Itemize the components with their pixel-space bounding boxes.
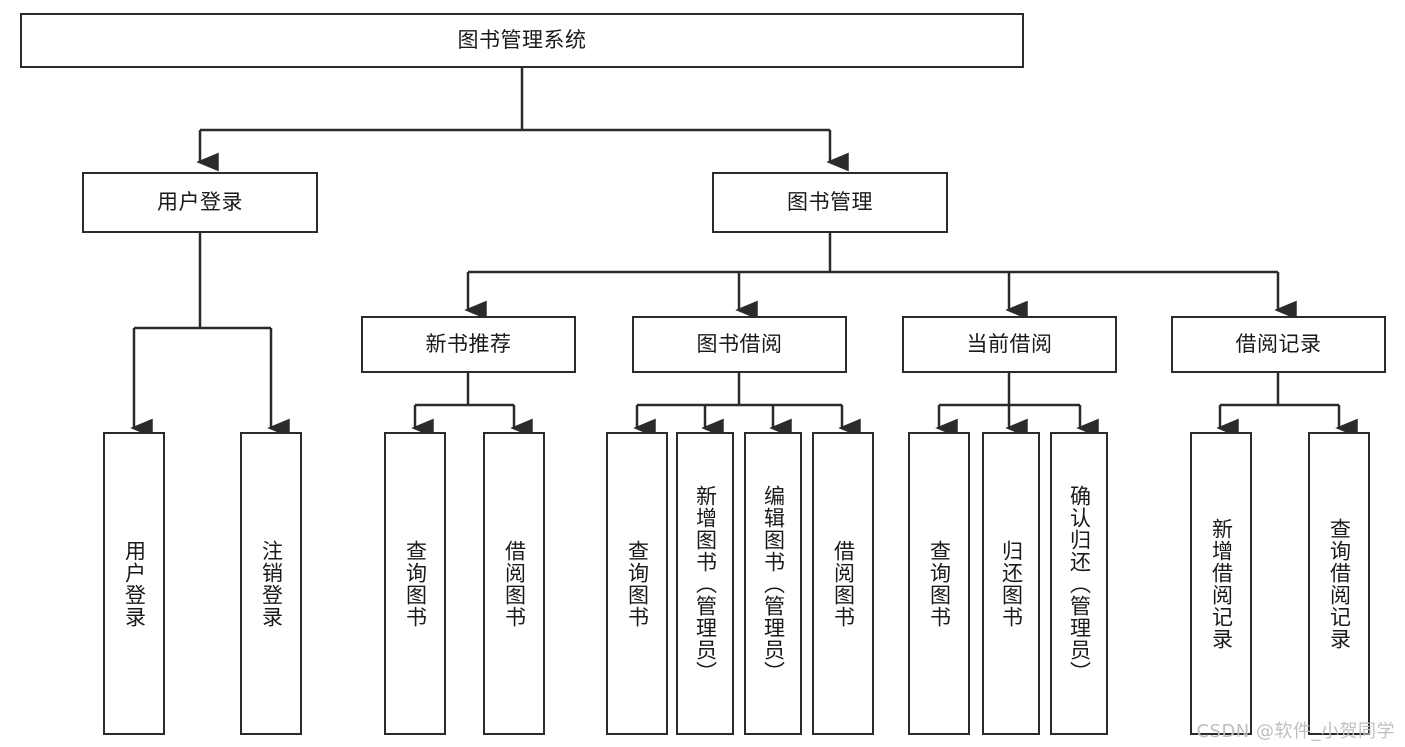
node-label: 用户登录	[157, 190, 243, 215]
node-label: 查询图书	[927, 539, 952, 628]
node-user-login[interactable]: 用户登录	[82, 172, 318, 233]
node-label: 查询图书	[625, 539, 650, 628]
node-label: 归还图书	[999, 539, 1024, 628]
node-book-management[interactable]: 图书管理	[712, 172, 948, 233]
leaf-confirm-return-admin[interactable]: 确认归还（管理员）	[1050, 432, 1108, 735]
node-label: 注销登录	[259, 539, 284, 628]
leaf-add-book-admin[interactable]: 新增图书（管理员）	[676, 432, 734, 735]
leaf-edit-book-admin[interactable]: 编辑图书（管理员）	[744, 432, 802, 735]
watermark: CSDN @软件_小贺同学	[1196, 721, 1395, 742]
node-label: 查询借阅记录	[1327, 517, 1352, 650]
node-label: 图书管理	[787, 190, 873, 215]
node-root-system[interactable]: 图书管理系统	[20, 13, 1024, 68]
node-label: 用户登录	[122, 539, 147, 628]
leaf-query-borrow-record[interactable]: 查询借阅记录	[1308, 432, 1370, 735]
node-label: 新书推荐	[425, 332, 512, 357]
node-label: 新增图书（管理员）	[693, 484, 718, 683]
node-label: 图书借阅	[696, 332, 783, 357]
leaf-return-books[interactable]: 归还图书	[982, 432, 1040, 735]
leaf-logout[interactable]: 注销登录	[240, 432, 302, 735]
node-new-book-recommend[interactable]: 新书推荐	[361, 316, 576, 373]
leaf-borrow-books-borrow[interactable]: 借阅图书	[812, 432, 874, 735]
node-label: 编辑图书（管理员）	[761, 484, 786, 683]
node-label: 新增借阅记录	[1209, 517, 1234, 650]
node-book-borrow[interactable]: 图书借阅	[632, 316, 847, 373]
node-label: 当前借阅	[966, 332, 1053, 357]
node-label: 查询图书	[403, 539, 428, 628]
node-label: 借阅记录	[1235, 332, 1322, 357]
leaf-query-books-current[interactable]: 查询图书	[908, 432, 970, 735]
leaf-query-books-borrow[interactable]: 查询图书	[606, 432, 668, 735]
node-label: 图书管理系统	[457, 28, 587, 53]
node-borrow-records[interactable]: 借阅记录	[1171, 316, 1386, 373]
node-label: 借阅图书	[502, 539, 527, 628]
node-label: 确认归还（管理员）	[1067, 484, 1092, 683]
node-label: 借阅图书	[831, 539, 856, 628]
leaf-query-books-recommend[interactable]: 查询图书	[384, 432, 446, 735]
leaf-user-login[interactable]: 用户登录	[103, 432, 165, 735]
node-current-borrow[interactable]: 当前借阅	[902, 316, 1117, 373]
leaf-add-borrow-record[interactable]: 新增借阅记录	[1190, 432, 1252, 735]
leaf-borrow-books-recommend[interactable]: 借阅图书	[483, 432, 545, 735]
